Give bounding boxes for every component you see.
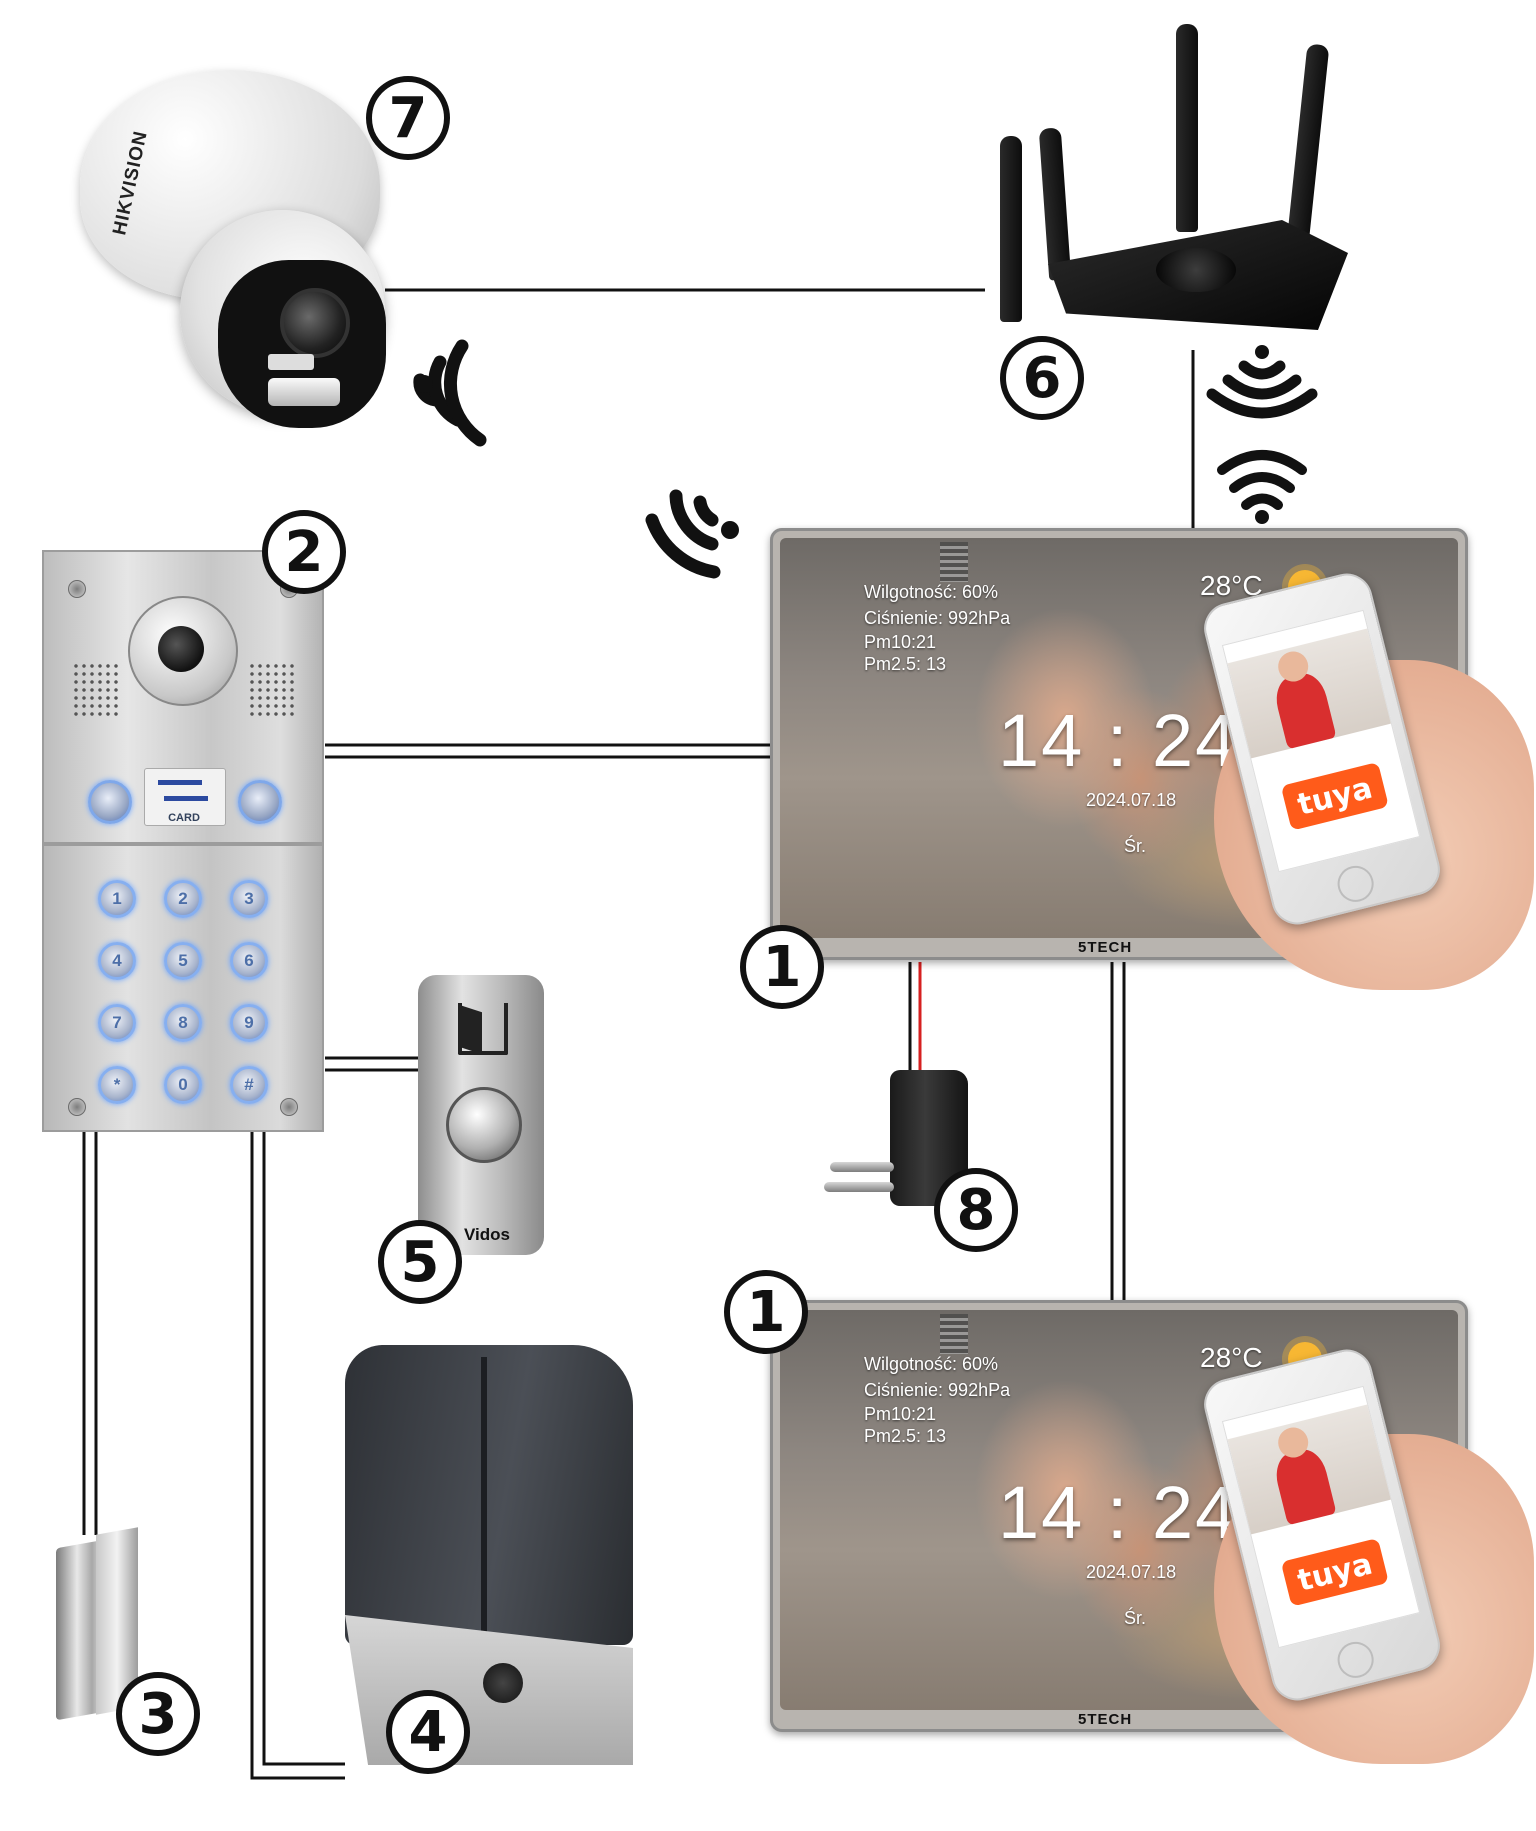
ip-camera: HIKVISION [70, 60, 400, 450]
router-antenna [1038, 127, 1072, 281]
callout-1: 1 [724, 1270, 808, 1354]
pm10-text: Pm10:21 [864, 632, 937, 652]
home-button[interactable] [1333, 862, 1378, 906]
speaker-grille [248, 662, 298, 718]
callout-5: 5 [378, 1220, 462, 1304]
pressure-text: Ciśnienie: 992hPa [864, 608, 1011, 628]
key-2[interactable]: 2 [164, 880, 202, 918]
card-label: CARD [168, 812, 200, 824]
gate-motor [345, 1345, 633, 1765]
motor-seam [481, 1357, 487, 1637]
home-button[interactable] [1333, 1638, 1378, 1682]
call-button-2[interactable] [238, 780, 282, 824]
exit-brand: Vidos [464, 1225, 510, 1244]
pm25-text: Pm2.5: 13 [864, 654, 947, 674]
date-text: 2024.07.18 [1086, 1562, 1177, 1582]
card-arrow [164, 796, 208, 801]
motor-release-knob [483, 1663, 523, 1703]
key-hash[interactable]: # [230, 1066, 268, 1104]
speaker-grille [72, 662, 122, 718]
key-4[interactable]: 4 [98, 942, 136, 980]
tuya-logo: tuya [1280, 761, 1389, 831]
weekday-text: Śr. [1124, 1608, 1147, 1628]
callout-2: 2 [262, 510, 346, 594]
key-3[interactable]: 3 [230, 880, 268, 918]
psu-pin [824, 1182, 894, 1192]
card-reader [144, 768, 226, 826]
clock-text: 14 : 24 [998, 1471, 1239, 1554]
screw [280, 1098, 298, 1116]
humidity-text: Wilgotność: 60% [864, 582, 999, 602]
wifi-waves-icon [645, 489, 721, 579]
call-button-1[interactable] [88, 780, 132, 824]
callout-1: 1 [740, 925, 824, 1009]
exit-button-device: Vidos [418, 975, 544, 1255]
humidity-text: Wilgotność: 60% [864, 1354, 999, 1374]
key-9[interactable]: 9 [230, 1004, 268, 1042]
pm10-text: Pm10:21 [864, 1404, 937, 1424]
key-1[interactable]: 1 [98, 880, 136, 918]
callout-6: 6 [1000, 336, 1084, 420]
camera-light [268, 378, 340, 406]
key-8[interactable]: 8 [164, 1004, 202, 1042]
weekday-text: Śr. [1124, 836, 1147, 856]
wifi-router [960, 20, 1380, 380]
key-5[interactable]: 5 [164, 942, 202, 980]
key-6[interactable]: 6 [230, 942, 268, 980]
router-antenna [1000, 136, 1022, 322]
monitor-logo: 5TECH [1078, 939, 1133, 956]
station-camera-lens [158, 626, 204, 672]
temperature-text: 28°C [1200, 1342, 1263, 1373]
courier [1271, 669, 1337, 750]
tuya-logo: tuya [1280, 1537, 1389, 1607]
key-star[interactable]: * [98, 1066, 136, 1104]
door-panel-icon [462, 1005, 482, 1055]
pm25-text: Pm2.5: 13 [864, 1426, 947, 1446]
exit-push-button[interactable] [446, 1087, 522, 1163]
callout-3: 3 [116, 1672, 200, 1756]
wifi-waves-icon [1206, 360, 1318, 419]
router-hole [1156, 248, 1236, 292]
wifi-waves-icon [413, 339, 487, 447]
psu-pin [830, 1162, 894, 1172]
callout-7: 7 [366, 76, 450, 160]
screw [68, 580, 86, 598]
wire-station-motor-b [262, 1132, 345, 1766]
pressure-text: Ciśnienie: 992hPa [864, 1380, 1011, 1400]
phone-video-feed [1227, 1404, 1391, 1535]
motor-cover [345, 1345, 633, 1645]
monitor-logo: 5TECH [1078, 1711, 1133, 1728]
clock-text: 14 : 24 [998, 699, 1239, 782]
key-0[interactable]: 0 [164, 1066, 202, 1104]
door-icon [458, 1003, 508, 1055]
camera-lens [280, 288, 350, 358]
camera-strip [940, 542, 968, 582]
card-arrow [158, 780, 202, 785]
callout-4: 4 [386, 1690, 470, 1774]
camera-ir-sensor [268, 354, 314, 370]
screw [68, 1098, 86, 1116]
camera-strip [940, 1314, 968, 1354]
date-text: 2024.07.18 [1086, 790, 1177, 810]
phone-video-feed [1227, 628, 1391, 759]
key-7[interactable]: 7 [98, 1004, 136, 1042]
wire-station-motor-a [250, 1132, 345, 1780]
door-station: CARD 1 2 3 4 5 6 7 8 9 * 0 # [42, 550, 324, 1132]
callout-8: 8 [934, 1168, 1018, 1252]
wifi-icon [1217, 450, 1307, 510]
router-antenna [1176, 24, 1198, 232]
station-camera [128, 596, 238, 706]
courier [1271, 1445, 1337, 1526]
